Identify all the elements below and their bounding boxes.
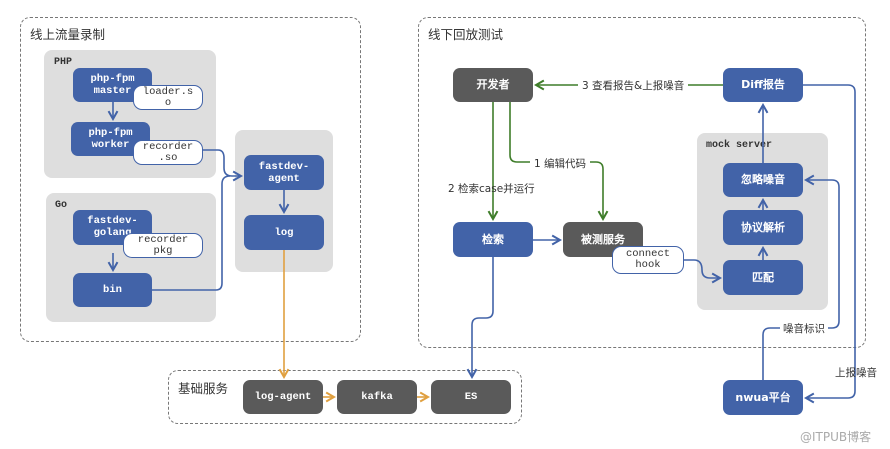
node-match[interactable]: 匹配 <box>723 260 803 295</box>
label-noise-tag: 噪音标识 <box>780 321 828 336</box>
pill-loader-so: loader.s o <box>133 85 203 110</box>
edge-search-to-es <box>466 257 494 380</box>
label-report-noise: 上报噪音 <box>835 367 877 379</box>
edge-bin-to-agent <box>152 175 231 291</box>
node-kafka[interactable]: kafka <box>337 380 417 414</box>
node-ignore-noise[interactable]: 忽略噪音 <box>723 163 803 197</box>
group-infra-title: 基础服务 <box>178 381 229 396</box>
label-step3-view-report: 3 查看报告&上报噪音 <box>578 78 689 93</box>
edge-hook-to-match <box>684 259 723 284</box>
edge-nwua-to-ignore <box>762 174 840 380</box>
node-bin[interactable]: bin <box>73 273 152 307</box>
node-nwua-platform[interactable]: nwua平台 <box>723 380 803 415</box>
edge-recorder-so-to-agent <box>203 149 244 182</box>
node-search[interactable]: 检索 <box>453 222 533 257</box>
edge-diff-to-nwua <box>803 84 856 404</box>
node-log[interactable]: log <box>244 215 324 250</box>
pill-recorder-so: recorder .so <box>133 140 203 165</box>
panel-php-label: PHP <box>54 57 73 68</box>
group-online-recording-title: 线上流量录制 <box>30 27 106 42</box>
node-fastdev-agent[interactable]: fastdev- agent <box>244 155 324 190</box>
node-es[interactable]: ES <box>431 380 511 414</box>
watermark: @ITPUB博客 <box>800 430 872 444</box>
label-step2-search-case: 2 检索case并运行 <box>448 183 535 195</box>
label-step1-edit-code: 1 编辑代码 <box>530 156 591 171</box>
node-developer[interactable]: 开发者 <box>453 68 533 102</box>
group-offline-replay <box>418 17 866 348</box>
pill-connect-hook: connect hook <box>612 246 684 274</box>
node-protocol-parse[interactable]: 协议解析 <box>723 210 803 245</box>
group-offline-replay-title: 线下回放测试 <box>428 27 504 42</box>
node-php-fpm-worker[interactable]: php-fpm worker <box>71 122 150 156</box>
pill-recorder-pkg: recorder pkg <box>123 233 203 258</box>
node-diff-report[interactable]: Diff报告 <box>723 68 803 102</box>
node-log-agent[interactable]: log-agent <box>243 380 323 414</box>
panel-mock-server-label: mock server <box>706 140 773 151</box>
panel-go-label: Go <box>55 200 68 211</box>
group-online-recording <box>20 17 361 342</box>
group-infra <box>168 370 522 424</box>
